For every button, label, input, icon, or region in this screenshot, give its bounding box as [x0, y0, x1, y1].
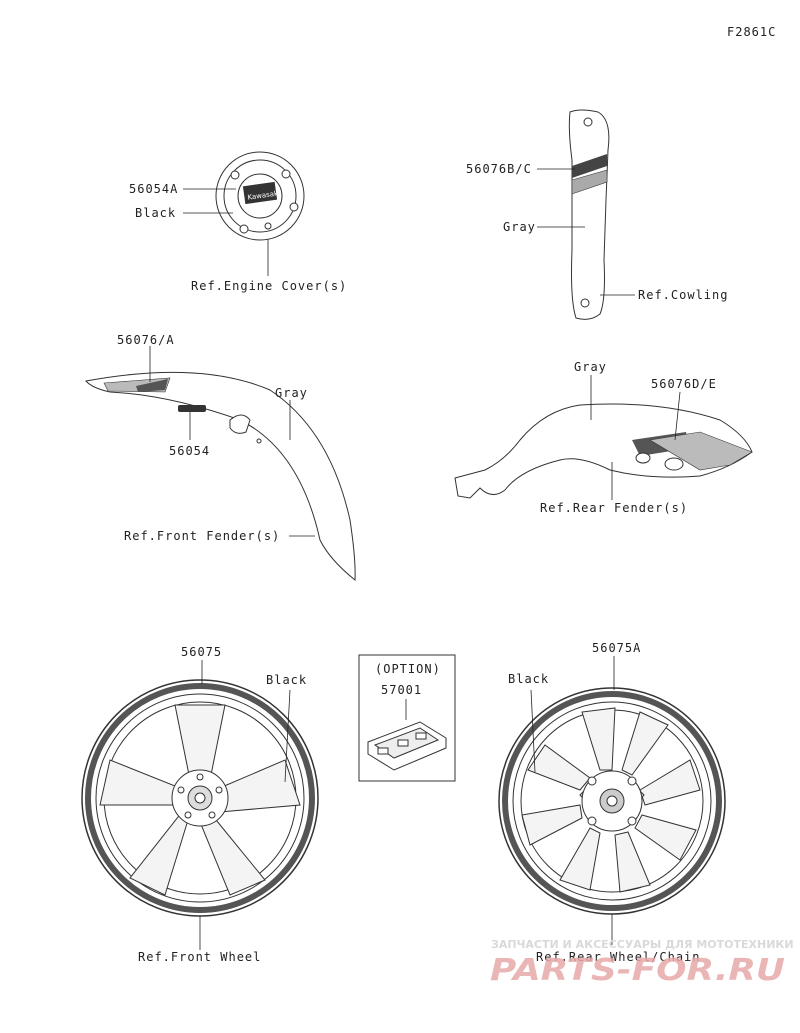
- rear-wheel-ref: Ref.Rear Wheel/Chain: [536, 950, 701, 964]
- front-fender-ref: Ref.Front Fender(s): [124, 529, 280, 543]
- cowling-ref: Ref.Cowling: [638, 288, 728, 302]
- cowling-color: Gray: [503, 220, 536, 234]
- watermark-caption: ЗАПЧАСТИ И АКСЕССУАРЫ ДЛЯ МОТОТЕХНИКИ: [491, 938, 794, 951]
- rear-wheel-part-number: 56075A: [592, 641, 641, 655]
- option-part-drawing: [367, 721, 447, 771]
- front-wheel-part-number: 56075: [181, 645, 222, 659]
- rear-fender-ref: Ref.Rear Fender(s): [540, 501, 688, 515]
- front-wheel-color: Black: [266, 673, 307, 687]
- rear-fender-drawing: [454, 403, 753, 499]
- figure-code: F2861C: [727, 25, 776, 39]
- front-wheel-drawing: [81, 679, 319, 917]
- option-part-number: 57001: [381, 683, 422, 697]
- engine-cover-ref: Ref.Engine Cover(s): [191, 279, 347, 293]
- engine-cover-part-number: 56054A: [129, 182, 178, 196]
- front-fender-part-number: 56076/A: [117, 333, 175, 347]
- watermark: ЗАПЧАСТИ И АКСЕССУАРЫ ДЛЯ МОТОТЕХНИКИ PA…: [490, 938, 794, 988]
- front-fender-color: Gray: [275, 386, 308, 400]
- cowling-part-number: 56076B/C: [466, 162, 532, 176]
- option-box: (OPTION) 57001: [358, 654, 456, 782]
- front-fender-emblem-part-number: 56054: [169, 444, 210, 458]
- rear-wheel-color: Black: [508, 672, 549, 686]
- front-fender-drawing: [85, 371, 356, 582]
- cowling-drawing: [568, 109, 610, 320]
- engine-cover-color: Black: [135, 206, 176, 220]
- rear-wheel-drawing: [498, 687, 726, 915]
- engine-cover-drawing: Kawasaki: [215, 151, 305, 241]
- front-wheel-ref: Ref.Front Wheel: [138, 950, 261, 964]
- watermark-site: PARTS-FOR.RU: [490, 953, 785, 988]
- rear-fender-color: Gray: [574, 360, 607, 374]
- rear-fender-part-number: 56076D/E: [651, 377, 717, 391]
- option-title: (OPTION): [375, 662, 441, 676]
